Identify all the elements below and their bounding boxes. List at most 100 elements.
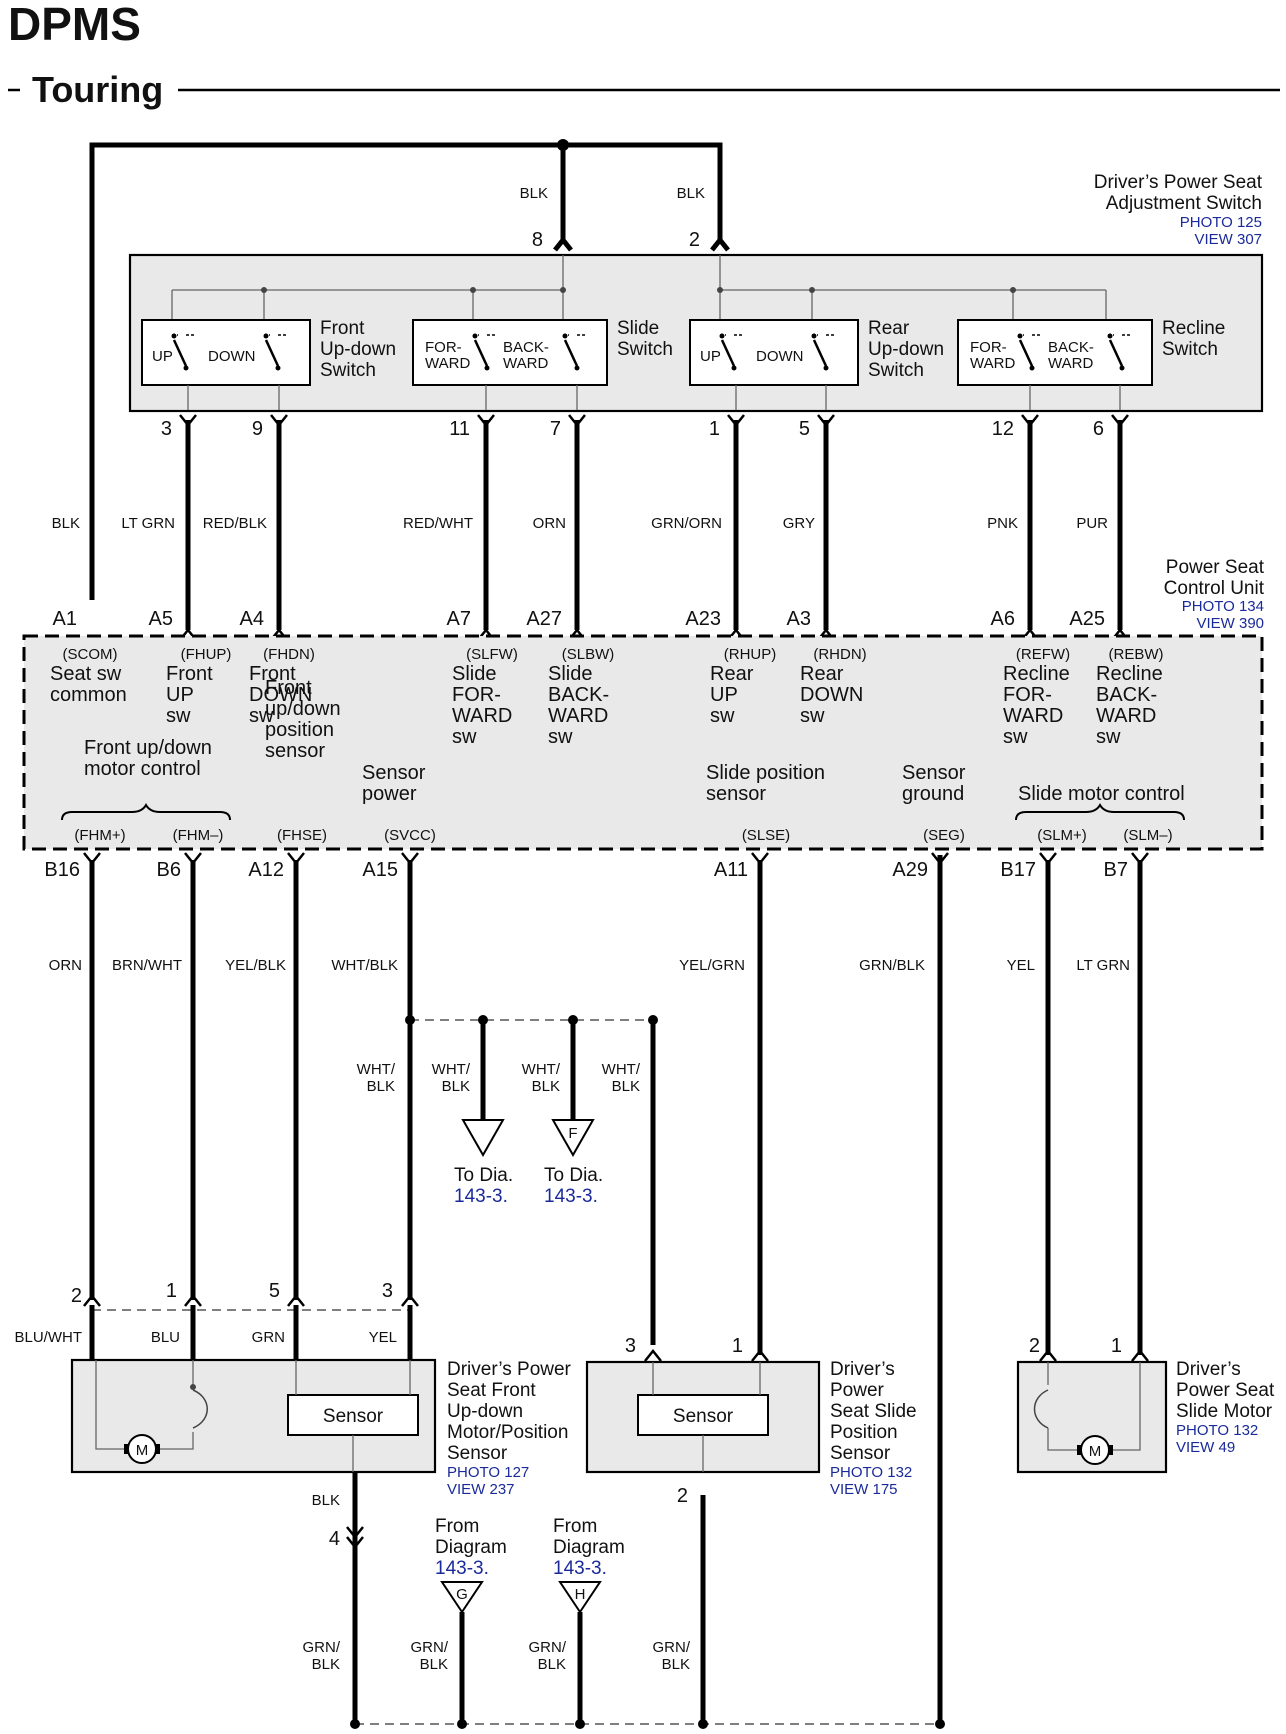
diagram-label: Front xyxy=(265,677,312,699)
diagram-label: DOWN xyxy=(208,348,256,365)
svg-text:Sensor: Sensor xyxy=(673,1406,734,1427)
diagram-label: motor control xyxy=(84,758,201,780)
svg-text:BLK: BLK xyxy=(532,1078,560,1095)
svg-text:WHT/: WHT/ xyxy=(357,1061,396,1078)
diagram-label: Recline xyxy=(1003,663,1070,685)
svg-text:Sensor: Sensor xyxy=(830,1443,891,1464)
svg-text:Power: Power xyxy=(830,1380,885,1401)
diagram-label: UP xyxy=(152,348,173,365)
svg-text:Switch: Switch xyxy=(617,339,673,360)
diagram-label: sw xyxy=(166,705,191,727)
svg-text:GRN: GRN xyxy=(252,1329,285,1346)
diagram-label: sw xyxy=(710,705,735,727)
diagram-label: WARD xyxy=(1003,705,1063,727)
svg-text:BLK: BLK xyxy=(420,1656,448,1673)
from-diagram-connector-g xyxy=(440,1581,484,1614)
svg-text:From: From xyxy=(553,1516,597,1537)
signal-code: (REBW) xyxy=(1109,646,1164,663)
photo-ref: PHOTO 127 xyxy=(447,1464,529,1481)
svg-text:Switch: Switch xyxy=(320,360,376,381)
wire-label: PNK xyxy=(987,515,1018,532)
diagram-label: Rear xyxy=(710,663,754,685)
pin-number: 2 xyxy=(71,1285,82,1307)
signal-code: (FHM–) xyxy=(173,827,224,844)
pin-number: 1 xyxy=(166,1280,177,1302)
diagram-label: up/down xyxy=(265,698,341,720)
page-subtitle: Touring xyxy=(32,69,163,110)
pin-number: 1 xyxy=(709,418,720,440)
photo-ref: PHOTO 134 xyxy=(1182,598,1264,615)
svg-text:GRN/: GRN/ xyxy=(653,1639,691,1656)
wire-label: YEL xyxy=(1007,957,1035,974)
svg-text:GRN/: GRN/ xyxy=(303,1639,341,1656)
diagram-label: Front xyxy=(249,663,296,685)
svg-text:Slide Motor: Slide Motor xyxy=(1176,1401,1273,1422)
pin-number: 3 xyxy=(161,418,172,440)
wire-blk-feed xyxy=(89,142,723,600)
diagram-label: BACK- xyxy=(1096,684,1157,706)
cu-signal-group: Slide motor control(SLM+)(SLM–) xyxy=(1018,783,1185,844)
svg-text:To Dia.: To Dia. xyxy=(544,1165,603,1186)
switch-contact: UP xyxy=(152,333,194,371)
svg-text:Recline: Recline xyxy=(1162,318,1225,339)
svg-text:From: From xyxy=(435,1516,479,1537)
signal-code: (SCOM) xyxy=(63,646,118,663)
rear-updown-switch xyxy=(689,319,859,386)
to-diagram-connector-f xyxy=(551,1119,595,1158)
switch-contact: DOWN xyxy=(208,333,286,371)
diagram-label: UP xyxy=(710,684,738,706)
harness-wire: B7 xyxy=(1104,852,1149,1362)
diagram-label: Sensor xyxy=(362,762,426,784)
wire-label: WHT/BLK xyxy=(331,957,398,974)
pin-number: 2 xyxy=(1029,1335,1040,1357)
diagram-label: DOWN xyxy=(800,684,863,706)
svg-text:Power Seat: Power Seat xyxy=(1176,1380,1275,1401)
svg-text:F: F xyxy=(568,1125,577,1142)
diagram-label: DOWN xyxy=(756,348,804,365)
signal-code: (RHDN) xyxy=(813,646,866,663)
harness-wire: B16 xyxy=(44,852,101,1307)
svg-text:YEL: YEL xyxy=(369,1329,397,1346)
signal-code: (SVCC) xyxy=(384,827,436,844)
svg-text:H: H xyxy=(575,1586,586,1603)
pin-number: A25 xyxy=(1069,608,1105,630)
svg-text:Control Unit: Control Unit xyxy=(1164,578,1265,599)
svg-text:Up-down: Up-down xyxy=(320,339,396,360)
splice-branches: WHT/ BLK WHT/ BLK WHT/ BLK WHT/ BLK F To… xyxy=(357,1015,658,1345)
signal-code: (FHSE) xyxy=(277,827,327,844)
harness-wire: A11 xyxy=(714,852,769,1362)
diagram-label: sensor xyxy=(706,783,766,805)
pin-number: A3 xyxy=(787,608,811,630)
svg-text:BLK: BLK xyxy=(612,1078,640,1095)
pin-number: 3 xyxy=(382,1280,393,1302)
power-seat-adjustment-switch: Driver’s Power Seat Adjustment Switch PH… xyxy=(128,172,1264,413)
pin-number: B17 xyxy=(1000,859,1036,881)
signal-code: (SLM+) xyxy=(1037,827,1087,844)
front-updown-motor-sensor: 2 1 5 3 BLU/WHT BLU GRN YEL Sensor M Dri… xyxy=(15,1280,572,1550)
diagram-label: WARD xyxy=(1096,705,1156,727)
diagram-label: Slide position xyxy=(706,762,825,784)
switch-contact-label: FOR- xyxy=(970,339,1007,356)
signal-code: (FHM+) xyxy=(74,827,125,844)
signal-code: (SLBW) xyxy=(562,646,615,663)
switch-contact: BACK-WARD xyxy=(503,333,585,372)
front-updown-switch xyxy=(141,319,311,386)
wire-label: BLK xyxy=(677,185,705,202)
view-ref: VIEW 307 xyxy=(1194,231,1262,248)
diagram-label: sw xyxy=(548,726,573,748)
svg-text:Driver’s: Driver’s xyxy=(830,1359,895,1380)
pin-number: 12 xyxy=(992,418,1014,440)
slide-position-sensor: 3 1 Sensor Driver’s Power Seat Slide Pos… xyxy=(585,1335,917,1507)
diagram-label: Sensor xyxy=(902,762,966,784)
page-title: DPMS xyxy=(8,0,141,50)
signal-code: (FHUP) xyxy=(181,646,232,663)
pin-number: 5 xyxy=(799,418,810,440)
signal-code: (SLFW) xyxy=(466,646,518,663)
harness-wire: A12 xyxy=(248,852,305,1307)
